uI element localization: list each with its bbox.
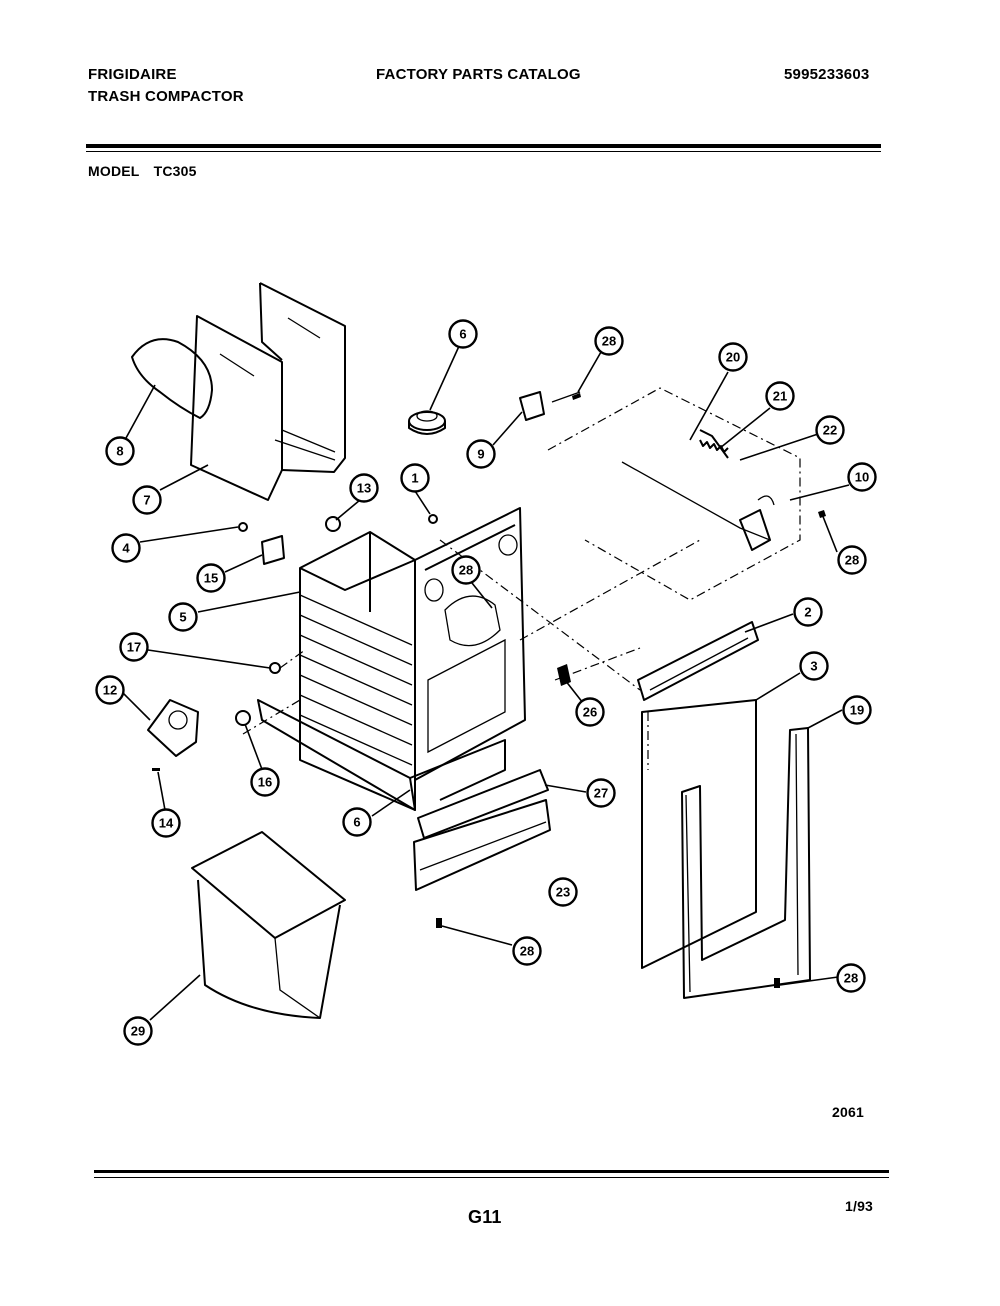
catalog-number: 5995233603: [784, 66, 870, 83]
model-row: MODEL TC305: [88, 163, 211, 179]
svg-text:29: 29: [131, 1024, 145, 1039]
svg-text:28: 28: [602, 334, 616, 349]
top-rail-part: [637, 621, 759, 701]
svg-text:28: 28: [520, 944, 534, 959]
callout-28: 28: [512, 936, 542, 966]
pad-part: [408, 410, 446, 435]
svg-text:28: 28: [844, 971, 858, 986]
svg-text:26: 26: [583, 705, 597, 720]
callout-21: 21: [765, 381, 795, 411]
callout-2: 2: [793, 597, 823, 627]
callout-17: 17: [119, 632, 149, 662]
svg-text:27: 27: [594, 786, 608, 801]
bracket-part: [519, 391, 545, 421]
svg-text:8: 8: [116, 444, 123, 459]
callout-7: 7: [132, 485, 162, 515]
svg-text:2: 2: [804, 605, 811, 620]
svg-text:28: 28: [845, 553, 859, 568]
svg-text:19: 19: [850, 703, 864, 718]
footer-rule-thin: [94, 1177, 889, 1178]
svg-text:20: 20: [726, 350, 740, 365]
lower-rail-part: [413, 799, 551, 891]
callout-28: 28: [594, 326, 624, 356]
callout-3: 3: [799, 651, 829, 681]
leader-lines: [121, 343, 850, 1021]
callout-9: 9: [466, 439, 496, 469]
callout-6: 6: [342, 807, 372, 837]
svg-text:7: 7: [143, 493, 150, 508]
svg-text:16: 16: [258, 775, 272, 790]
bag-holder-part: [190, 282, 346, 501]
header-rule: [86, 144, 881, 148]
trash-bag-part: [191, 831, 346, 1019]
header-rule-thin: [86, 151, 881, 152]
svg-text:23: 23: [556, 885, 570, 900]
figure-number: 2061: [832, 1104, 864, 1120]
callout-22: 22: [815, 415, 845, 445]
catalog-title: FACTORY PARTS CATALOG: [376, 66, 581, 83]
callout-29: 29: [123, 1016, 153, 1046]
callout-8: 8: [105, 436, 135, 466]
door-trim-part: [681, 727, 811, 999]
callout-26: 26: [575, 697, 605, 727]
callout-23: 23: [548, 877, 578, 907]
latch-part: [147, 699, 199, 757]
callout-27: 27: [586, 778, 616, 808]
model-label: MODEL: [88, 163, 140, 179]
callout-15: 15: [196, 563, 226, 593]
callout-5: 5: [168, 602, 198, 632]
svg-text:4: 4: [122, 541, 130, 556]
callout-6: 6: [448, 319, 478, 349]
svg-text:13: 13: [357, 481, 371, 496]
svg-text:10: 10: [855, 470, 869, 485]
svg-text:3: 3: [810, 659, 817, 674]
callout-19: 19: [842, 695, 872, 725]
flap-part: [131, 338, 213, 419]
svg-text:6: 6: [353, 815, 360, 830]
hinge-part: [261, 535, 285, 565]
svg-text:22: 22: [823, 423, 837, 438]
compactor-frame: [257, 507, 526, 811]
svg-text:14: 14: [159, 816, 174, 831]
callout-10: 10: [847, 462, 877, 492]
callout-12: 12: [95, 675, 125, 705]
svg-text:1: 1: [411, 471, 418, 486]
callout-16: 16: [250, 767, 280, 797]
callout-14: 14: [151, 808, 181, 838]
svg-text:17: 17: [127, 640, 141, 655]
svg-text:9: 9: [477, 447, 484, 462]
svg-text:5: 5: [179, 610, 186, 625]
model-value: TC305: [153, 163, 197, 179]
brand-name: FRIGIDAIRE: [88, 66, 177, 83]
callout-13: 13: [349, 473, 379, 503]
svg-text:28: 28: [459, 563, 473, 578]
callout-20: 20: [718, 342, 748, 372]
svg-text:21: 21: [773, 389, 787, 404]
svg-text:6: 6: [459, 327, 466, 342]
svg-text:15: 15: [204, 571, 218, 586]
kick-rail-part: [417, 769, 549, 839]
callout-1: 1: [400, 463, 430, 493]
callout-28: 28: [451, 555, 481, 585]
door-panel-part: [641, 699, 757, 969]
screws: [436, 393, 826, 988]
callout-28: 28: [837, 545, 867, 575]
page-number: G11: [468, 1207, 502, 1227]
footer-rule: [94, 1170, 889, 1173]
svg-text:12: 12: [103, 683, 117, 698]
product-name: TRASH COMPACTOR: [88, 88, 244, 105]
catalog-date: 1/93: [845, 1198, 874, 1214]
callout-28: 28: [836, 963, 866, 993]
callout-4: 4: [111, 533, 141, 563]
spring-part: [699, 439, 729, 453]
